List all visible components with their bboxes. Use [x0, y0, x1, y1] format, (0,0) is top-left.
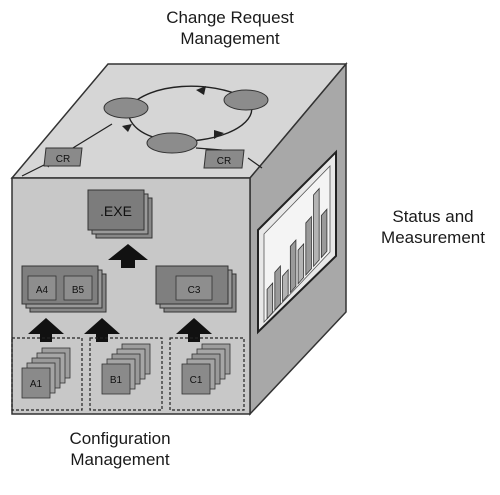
build-arrow	[108, 244, 148, 268]
cr-box-left: CR	[43, 147, 83, 167]
cycle-arrow	[214, 130, 224, 139]
a1-label: A1	[30, 379, 43, 390]
c3-stack: C3	[155, 265, 237, 313]
process-node	[146, 132, 198, 154]
status-bar	[305, 215, 312, 277]
process-node	[223, 89, 269, 111]
status-bar	[313, 187, 320, 268]
cycle-arrow	[122, 124, 132, 132]
status-bar	[274, 264, 281, 312]
exe-label: .EXE	[100, 203, 132, 219]
caption-line: Management	[70, 450, 170, 469]
b5-label: B5	[72, 285, 85, 296]
caption-line: Measurement	[381, 228, 485, 247]
c1-label: C1	[190, 375, 203, 386]
c3-label: C3	[188, 285, 201, 296]
chart-bars	[266, 187, 328, 320]
build-arrow	[28, 318, 64, 342]
build-arrow	[176, 318, 212, 342]
status-bar	[266, 282, 274, 320]
caption-line: Status and	[392, 207, 474, 226]
build-arrow	[84, 318, 120, 342]
cr-label: CR	[217, 156, 231, 167]
status-measurement-caption: Status and Measurement	[366, 206, 500, 248]
status-chart	[257, 149, 337, 335]
cube-front-face	[11, 177, 251, 415]
status-bar	[320, 208, 328, 259]
caption-line: Configuration	[69, 429, 171, 448]
configuration-management-caption: Configuration Management	[40, 428, 200, 470]
status-bar	[282, 268, 289, 303]
caption-line: Change Request	[166, 8, 294, 27]
change-request-cycle	[21, 85, 269, 177]
caption-line: Management	[180, 29, 280, 48]
change-request-management-caption: Change Request Management	[130, 7, 330, 49]
cr-box-right: CR	[203, 149, 245, 169]
c1-stack: C1	[181, 343, 231, 395]
cr-label: CR	[56, 154, 70, 165]
component-b-container	[89, 337, 163, 411]
status-bar	[289, 238, 297, 294]
component-a-container	[11, 337, 83, 411]
status-bar	[297, 242, 305, 285]
a4-label: A4	[36, 285, 49, 296]
component-c-container	[169, 337, 245, 411]
cr-connector	[247, 157, 263, 169]
a1-stack: A1	[21, 347, 71, 399]
a4-b5-stack: A4 B5	[21, 265, 107, 313]
b1-label: B1	[110, 375, 123, 386]
exe-stack: .EXE	[87, 189, 153, 239]
process-node	[103, 97, 149, 119]
cycle-loop	[127, 85, 253, 143]
cycle-arrow	[196, 86, 206, 95]
b1-stack: B1	[101, 343, 151, 395]
